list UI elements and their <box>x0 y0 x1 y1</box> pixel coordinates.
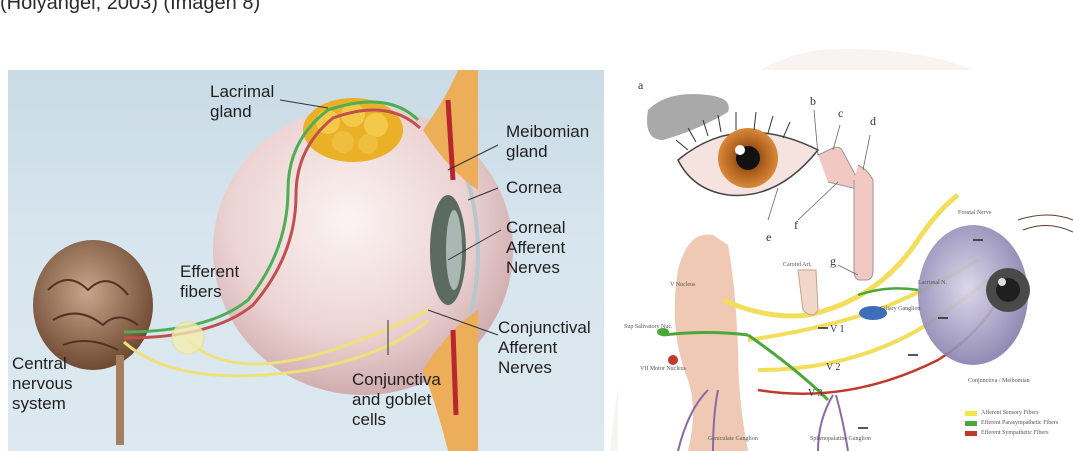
legend-swatch-afferent <box>965 411 977 416</box>
legend-item: Efferent Sympathetic Fibers <box>965 430 1049 436</box>
label-v3: V 3 <box>808 388 823 399</box>
label-ciliary-ganglion: Ciliary Ganglion <box>880 306 921 312</box>
label-central-nervous-system: Central nervous system <box>12 354 72 414</box>
legend-swatch-sympathetic <box>965 431 977 436</box>
legend-label: Efferent Sympathetic Fibers <box>981 430 1049 436</box>
letter-b: b <box>810 94 816 109</box>
label-conjunctival-afferent-nerves: Conjunctival Afferent Nerves <box>498 318 591 378</box>
label-efferent-fibers: Efferent fibers <box>180 262 239 302</box>
letter-a: a <box>638 78 643 93</box>
label-conjunctiva-meibomian: Conjunctiva / Meibomian <box>968 378 1030 384</box>
label-frontal-nerve: Frontal Nerve <box>958 210 992 216</box>
figure-caption: (Holyangel, 2003) (Imagen 8) <box>0 0 260 15</box>
label-sup-salivatory: Sup Salivatory Nuc. <box>624 324 673 330</box>
lacrimal-pathway-illustration <box>618 70 1073 451</box>
lacrimal-functional-unit-diagram: a b c d e f g Frontal Nerve Carotid Art.… <box>618 70 1073 451</box>
label-lacrimal-n: Lacrimal N. <box>918 280 947 286</box>
label-geniculate-ganglion: Geniculate Ganglion <box>708 436 758 442</box>
legend-item: Efferent Parasympathetic Fibers <box>965 420 1058 426</box>
legend-label: Efferent Parasympathetic Fibers <box>981 420 1058 426</box>
label-v-nucleus: V Nucleus <box>670 282 695 288</box>
letter-g: g <box>830 254 836 269</box>
letter-e: e <box>766 230 771 245</box>
label-vii-motor: VII Motor Nucleus <box>640 366 686 372</box>
legend-item: Afferent Sensory Fibers <box>965 410 1039 416</box>
label-lacrimal-gland: Lacrimal gland <box>210 82 274 122</box>
letter-d: d <box>870 114 876 129</box>
label-cornea: Cornea <box>506 178 562 198</box>
legend-label: Afferent Sensory Fibers <box>981 410 1039 416</box>
label-v1: V 1 <box>830 324 845 335</box>
label-v2: V 2 <box>826 362 841 373</box>
label-conjunctiva-goblet-cells: Conjunctiva and goblet cells <box>352 370 441 430</box>
letter-f: f <box>794 218 798 233</box>
tear-film-neural-diagram: Lacrimal gland Meibomian gland Cornea Co… <box>8 70 604 451</box>
letter-c: c <box>838 106 843 121</box>
label-meibomian-gland: Meibomian gland <box>506 122 589 162</box>
label-corneal-afferent-nerves: Corneal Afferent Nerves <box>506 218 566 278</box>
legend-swatch-parasympathetic <box>965 421 977 426</box>
label-carotid-art: Carotid Art. <box>783 262 812 268</box>
label-sphenopalatine-ganglion: Sphenopalatine Ganglion <box>810 436 871 442</box>
